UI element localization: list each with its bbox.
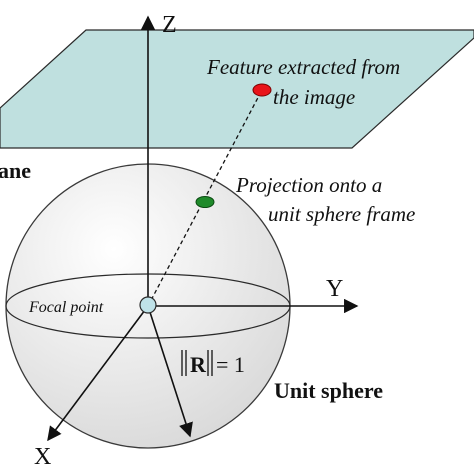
z-axis-label: Z	[162, 12, 177, 38]
projected-point	[195, 196, 215, 208]
focal-point-marker	[139, 296, 157, 314]
radius-vector	[147, 305, 193, 438]
projection-label-line1: Projection onto a	[235, 173, 382, 197]
unit-sphere-label: Unit sphere	[274, 378, 383, 403]
y-axis-label: Y	[326, 276, 343, 302]
plane-label-fragment: ane	[0, 158, 31, 183]
radius-equation: = 1	[216, 352, 245, 377]
projection-label-line2: unit sphere frame	[268, 202, 415, 226]
feature-label-line1: Feature extracted from	[206, 55, 400, 79]
x-axis	[47, 305, 149, 442]
feature-point	[252, 83, 272, 97]
x-axis-label: X	[34, 444, 51, 470]
feature-label-line2: the image	[273, 85, 355, 109]
focal-point-label: Focal point	[28, 299, 104, 316]
radius-symbol: R	[190, 352, 207, 377]
image-plane	[0, 29, 474, 149]
